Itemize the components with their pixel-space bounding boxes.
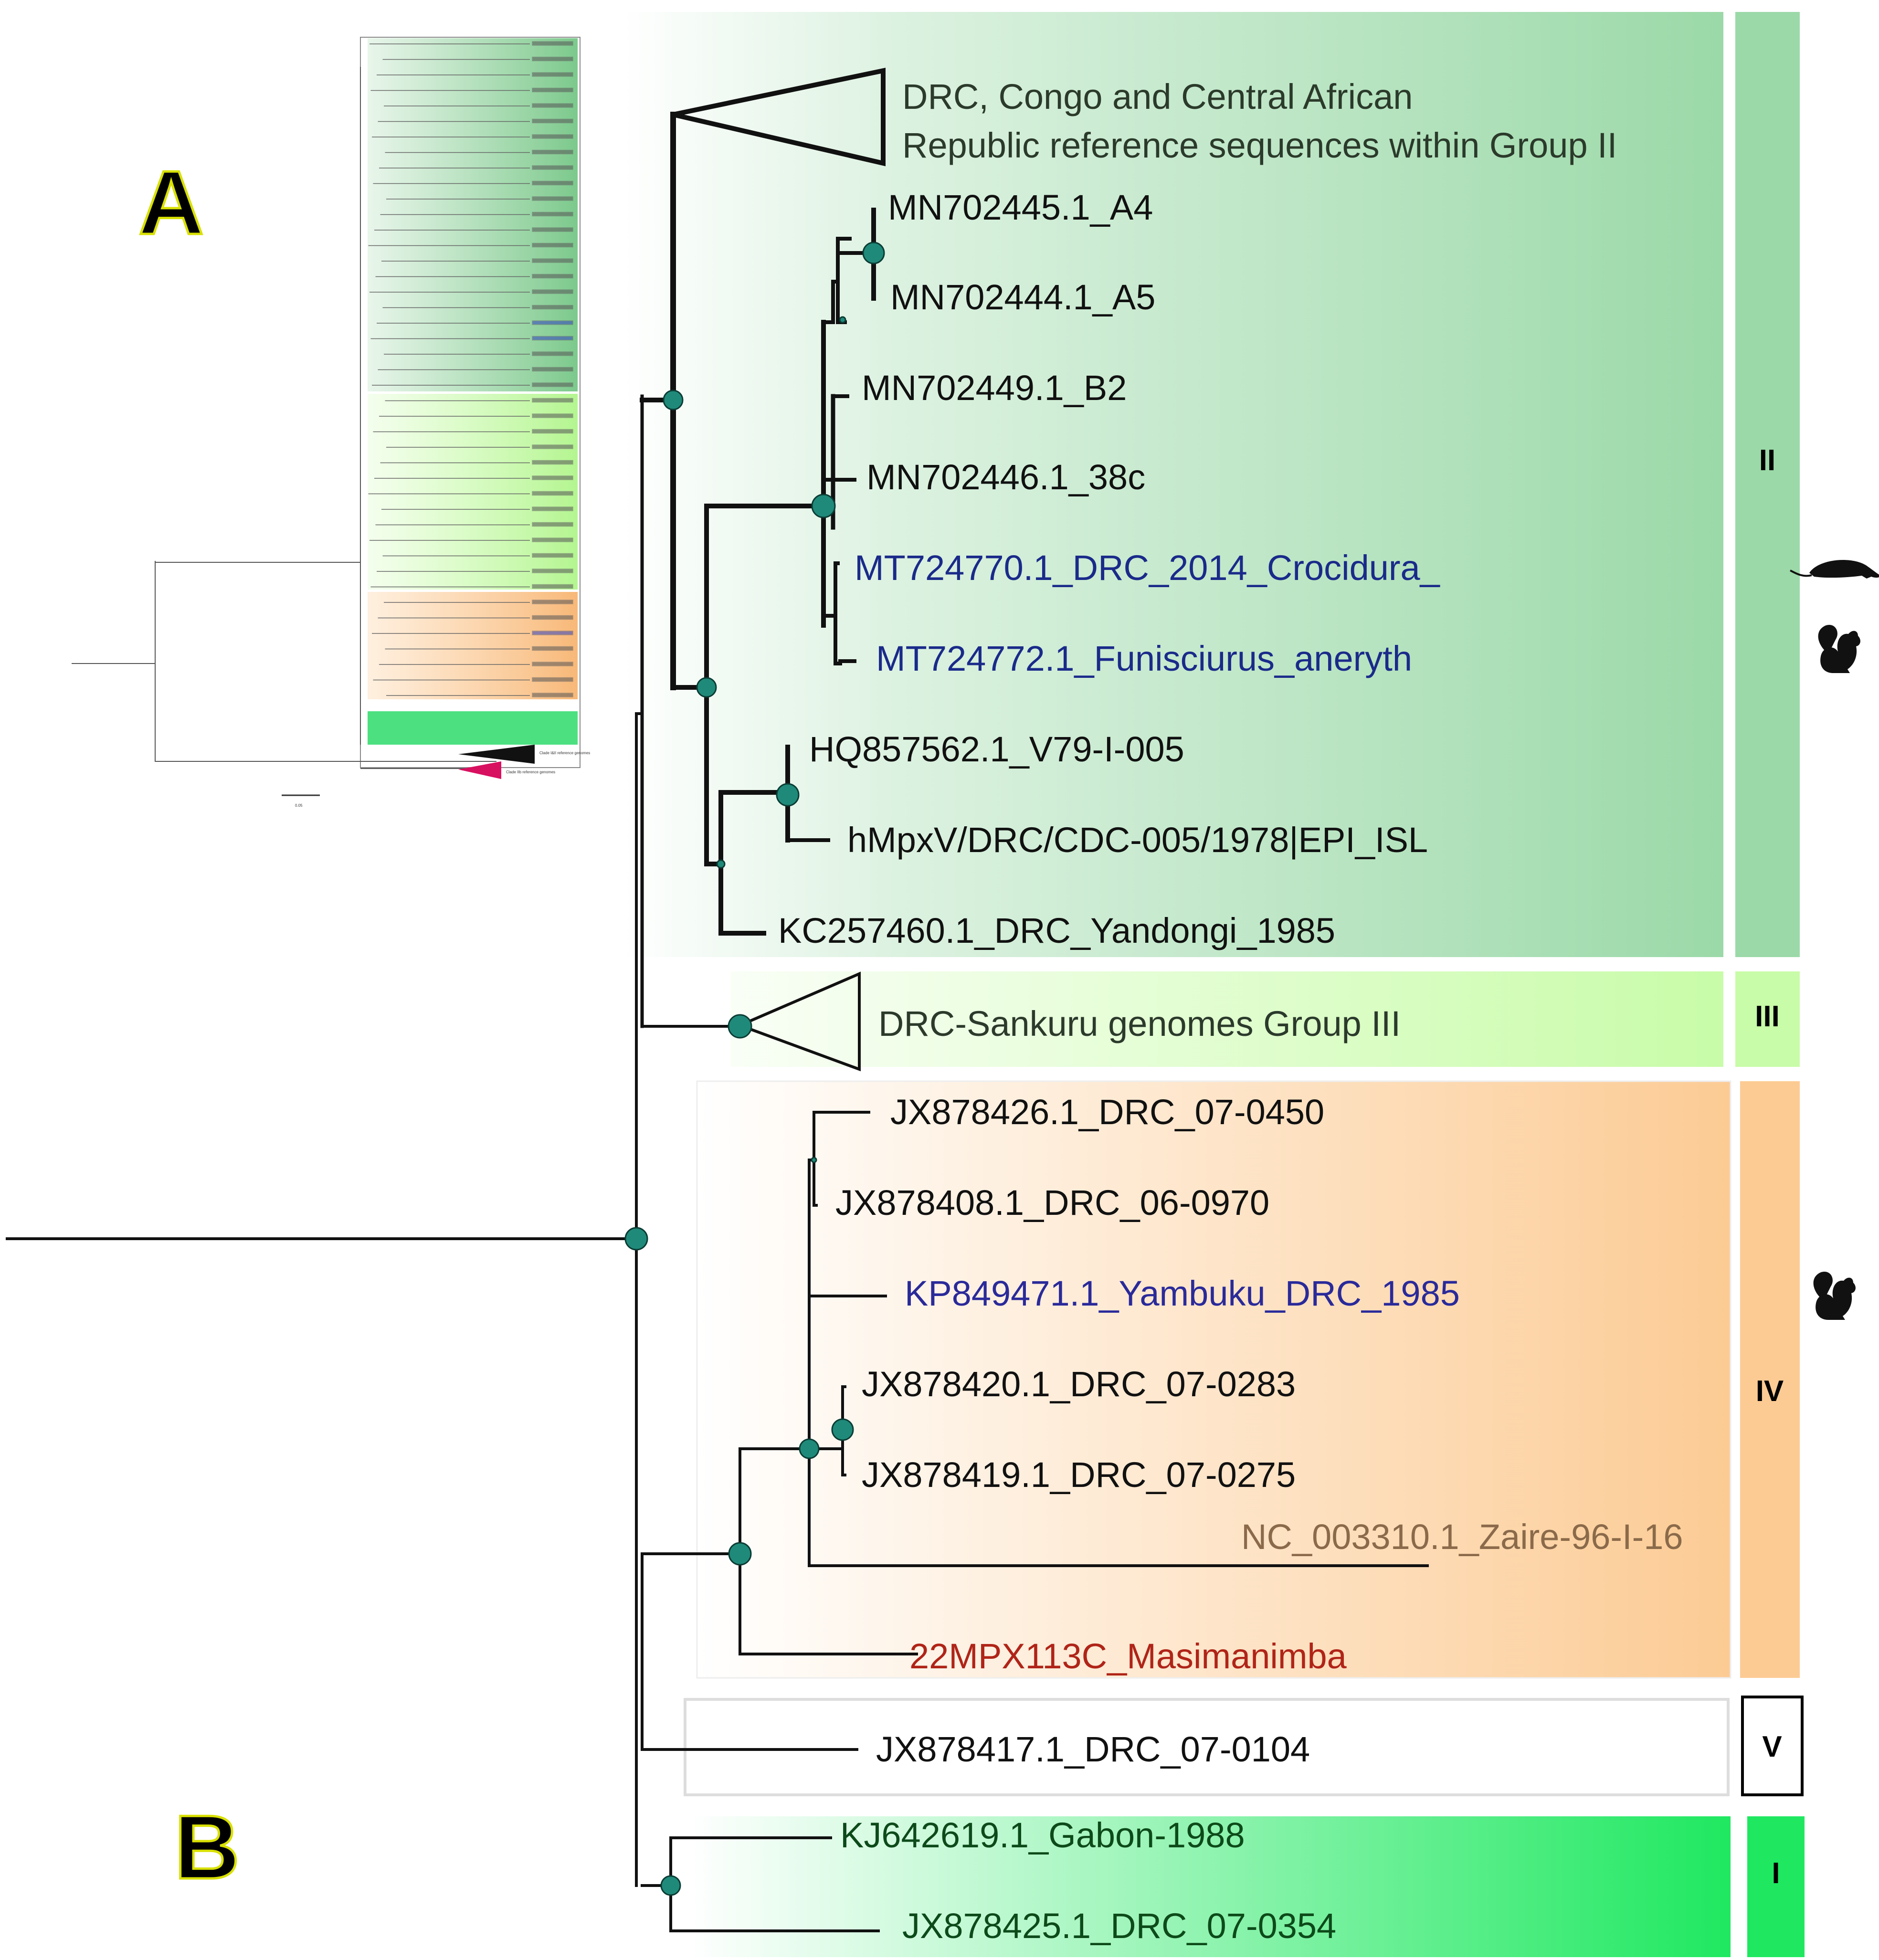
group3-band: [730, 971, 1723, 1067]
inset-tip-label-mark: [532, 180, 573, 186]
inset-tip-label-mark: [532, 662, 573, 666]
group2-collapsed-label-line1: DRC, Congo and Central African: [902, 77, 1413, 116]
inset-tip-label-mark: [532, 305, 573, 310]
group2-label-bar: [1735, 12, 1800, 957]
group5-label-bar: [1741, 1696, 1804, 1796]
inset-tip-label-mark: [532, 149, 573, 155]
group2-band: [621, 12, 1723, 957]
svg-text:Clade I&II reference genomes: Clade I&II reference genomes: [539, 751, 590, 755]
group2-collapsed-label-line2: Republic reference sequences within Grou…: [902, 126, 1617, 165]
group5-label: V: [1762, 1730, 1782, 1763]
inset-tip-label-mark: [532, 506, 573, 511]
inset-group1-band: [368, 711, 578, 745]
tree-nodes: [624, 242, 885, 1896]
inset-collapsed-clade-magenta: [458, 761, 501, 779]
tip-label: KP849471.1_Yambuku_DRC_1985: [905, 1274, 1460, 1313]
inset-tip-label-mark: [532, 584, 573, 589]
inset-tip-label-mark: [532, 646, 573, 651]
tip-label: NC_003310.1_Zaire-96-I-16: [1241, 1517, 1683, 1557]
inset-tip-label-mark: [532, 600, 573, 604]
panel-letter-b: B: [174, 1797, 240, 1898]
inset-tip-label-mark: [532, 118, 573, 124]
inset-tip-label-mark: [532, 460, 573, 465]
inset-tip-label-mark: [532, 320, 573, 325]
inset-tip-label-mark: [532, 242, 573, 248]
group3-collapsed-clade: [736, 971, 861, 1072]
inset-tip-label-mark: [532, 351, 573, 356]
inset-tip-label-mark: [532, 615, 573, 620]
inset-tip-label-mark: [532, 677, 573, 682]
group4-label-bar: [1740, 1081, 1800, 1678]
tip-label: JX878425.1_DRC_07-0354: [902, 1906, 1336, 1946]
tip-label: JX878420.1_DRC_07-0283: [862, 1364, 1296, 1404]
tip-label: MN702449.1_B2: [862, 368, 1127, 408]
inset-tip-label-mark: [532, 522, 573, 527]
group4-band: [696, 1080, 1731, 1679]
inset-tip-label-mark: [532, 413, 573, 418]
inset-tip-label-mark: [532, 444, 573, 449]
squirrel-icon: [1813, 1271, 1856, 1320]
inset-tip-label-mark: [532, 382, 573, 387]
group3-collapsed-label: DRC-Sankuru genomes Group III: [878, 1004, 1401, 1043]
shrew-icon: [1790, 560, 1879, 579]
tip-label: JX878419.1_DRC_07-0275: [862, 1455, 1296, 1495]
tip-label: HQ857562.1_V79-I-005: [809, 729, 1184, 769]
group3-label-bar: [1735, 971, 1800, 1067]
inset-tip-label-mark: [532, 258, 573, 263]
svg-text:Clade IIb reference genomes: Clade IIb reference genomes: [506, 770, 555, 774]
tip-label: MT724770.1_DRC_2014_Crocidura_: [855, 548, 1440, 588]
inset-tip-label-mark: [532, 103, 573, 108]
tip-label: KJ642619.1_Gabon-1988: [840, 1815, 1245, 1855]
inset-tip-label-mark: [532, 72, 573, 77]
tip-label: 22MPX113C_Masimanimba: [909, 1636, 1347, 1676]
panel-letter-a: A: [138, 152, 204, 253]
group5-band: [684, 1698, 1730, 1796]
tip-label: MN702446.1_38c: [866, 457, 1145, 497]
group1-band: [687, 1816, 1731, 1957]
group2-collapsed-clade: [672, 67, 886, 167]
inset-tip-label-mark: [532, 491, 573, 496]
inset-tip-label-mark: [532, 537, 573, 542]
inset-tip-label-mark: [532, 274, 573, 279]
inset-collapsed-clade-black: [458, 745, 535, 764]
inset-tip-label-mark: [532, 693, 573, 697]
tip-label: MN702445.1_A4: [888, 188, 1153, 227]
inset-tip-label-mark: [532, 367, 573, 372]
tip-label: JX878417.1_DRC_07-0104: [876, 1729, 1310, 1769]
inset-group4-band: [368, 592, 578, 699]
inset-tip-label-mark: [532, 398, 573, 403]
inset-tip-label-mark: [532, 165, 573, 170]
inset-tip-label-mark: [532, 336, 573, 341]
inset-tip-label-mark: [532, 87, 573, 93]
group1-label-bar: [1747, 1816, 1805, 1957]
inset-tip-label-mark: [532, 553, 573, 558]
tip-label: hMpxV/DRC/CDC-005/1978|EPI_ISL: [847, 820, 1428, 860]
inset-tip-label-mark: [532, 475, 573, 480]
tip-label: MN702444.1_A5: [890, 277, 1155, 317]
inset-tip-label-mark: [532, 429, 573, 434]
inset-tip-label-mark: [532, 631, 573, 635]
svg-text:0.05: 0.05: [295, 803, 303, 808]
group1-label: I: [1772, 1857, 1780, 1890]
inset-tip-label-mark: [532, 41, 573, 46]
inset-tip-label-mark: [532, 196, 573, 201]
tip-label: JX878426.1_DRC_07-0450: [890, 1092, 1324, 1132]
group4-label: IV: [1756, 1375, 1784, 1408]
inset-tip-label-mark: [532, 56, 573, 62]
inset-overview-tree: Clade I&II reference genomes Clade IIb r…: [72, 37, 590, 808]
inset-tip-label-mark: [532, 227, 573, 232]
tip-label: KC257460.1_DRC_Yandongi_1985: [778, 911, 1335, 950]
inset-tip-label-mark: [532, 134, 573, 139]
inset-tip-label-mark: [532, 289, 573, 294]
tip-label: MT724772.1_Funisciurus_aneryth: [876, 639, 1412, 678]
tip-label: JX878408.1_DRC_06-0970: [835, 1183, 1269, 1222]
inset-tip-label-mark: [532, 569, 573, 573]
group2-label: II: [1759, 444, 1775, 477]
squirrel-icon: [1818, 624, 1860, 673]
inset-tip-label-mark: [532, 211, 573, 217]
group3-label: III: [1755, 1000, 1780, 1033]
